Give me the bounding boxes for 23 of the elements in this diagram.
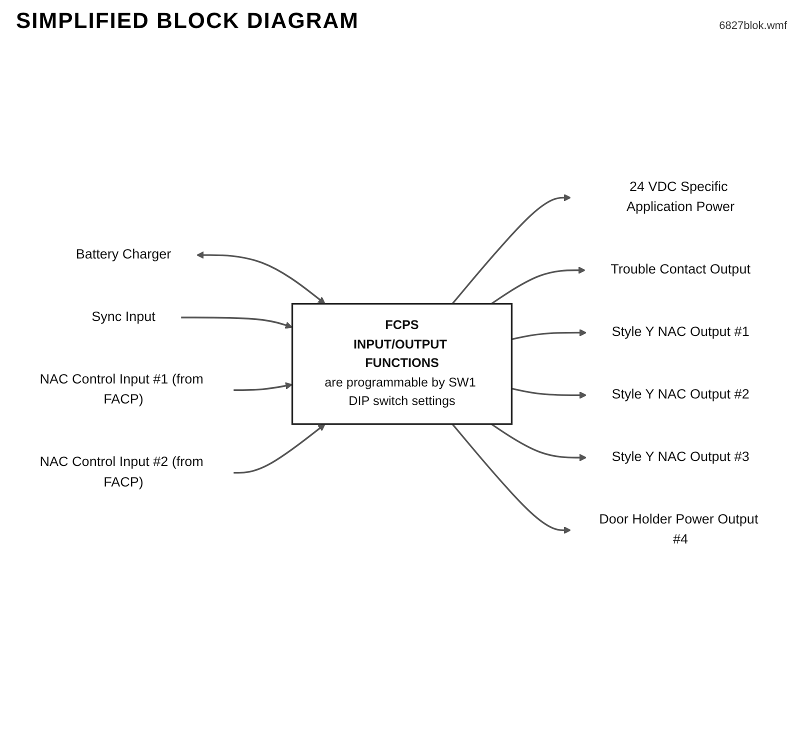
arrow bbox=[451, 424, 571, 534]
node-text: NAC Control Input #1 (from FACP) bbox=[39, 372, 203, 408]
arrow bbox=[180, 316, 292, 329]
diagram-title: SIMPLIFIED BLOCK DIAGRAM bbox=[16, 8, 359, 34]
node-text: NAC Control Input #2 (from FACP) bbox=[39, 455, 203, 490]
node-text: Style Y NAC Output #3 bbox=[611, 450, 749, 464]
arrow bbox=[490, 423, 586, 462]
file-name-label: 6827blok.wmf bbox=[719, 20, 787, 32]
arrow bbox=[196, 251, 325, 304]
arrow bbox=[232, 382, 292, 392]
arrow bbox=[511, 329, 586, 340]
node-box: FCPS INPUT/OUTPUT FUNCTIONS are programmable by SW1 DIP switch settings bbox=[290, 303, 512, 425]
node-text: Style Y NAC Output #1 bbox=[611, 325, 749, 340]
node-text: Style Y NAC Output #2 bbox=[611, 388, 749, 402]
node-text: Trouble Contact Output bbox=[610, 262, 750, 278]
node-text: 24 VDC Specific Application Power bbox=[626, 180, 734, 215]
arrow bbox=[490, 266, 586, 305]
node-text: Battery Charger bbox=[75, 248, 171, 262]
node-text: Sync Input bbox=[91, 310, 155, 324]
arrow bbox=[511, 388, 586, 399]
node-text: Door Holder Power Output #4 bbox=[598, 512, 758, 548]
arrow bbox=[232, 424, 325, 474]
arrow bbox=[451, 194, 571, 304]
